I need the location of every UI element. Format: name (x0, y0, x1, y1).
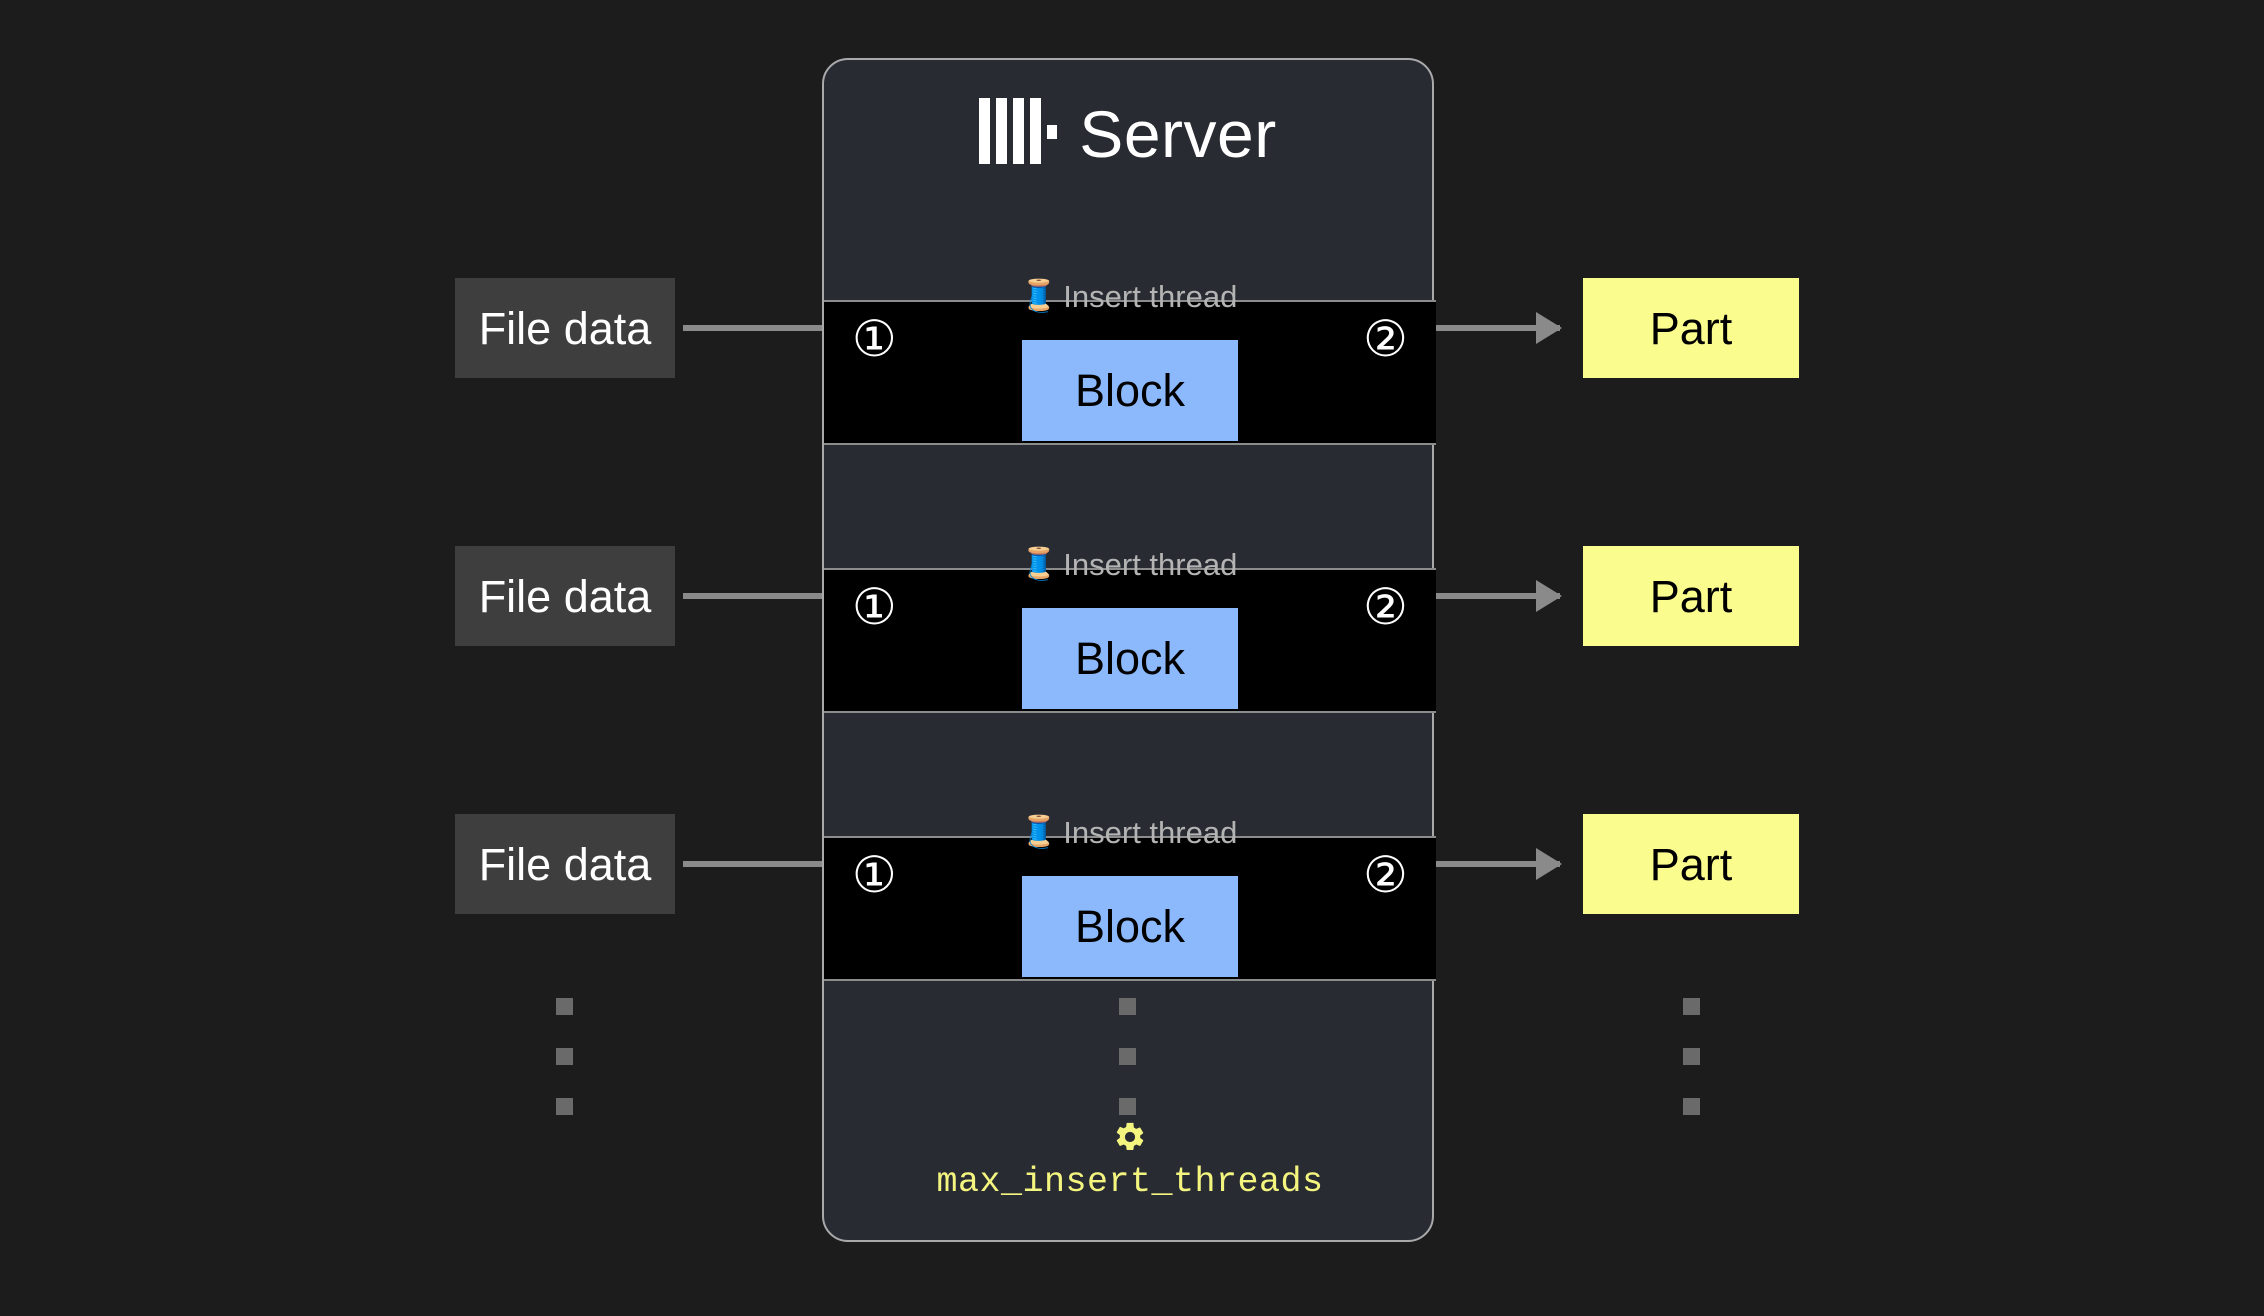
step-number-in-2: ① (852, 578, 897, 636)
step-number-in-3: ① (852, 846, 897, 904)
file-data-box-3: File data (455, 814, 675, 914)
thread-spool-icon: 🧵 (1019, 278, 1059, 314)
part-box-2: Part (1583, 546, 1799, 646)
dot (556, 1098, 573, 1115)
part-box-3: Part (1583, 814, 1799, 914)
thread-spool-icon: 🧵 (1019, 814, 1059, 850)
block-box-3: Block (1022, 876, 1238, 977)
file-data-box-2: File data (455, 546, 675, 646)
step-number-out-2: ② (1363, 578, 1408, 636)
insert-thread-label-2: 🧵 Insert thread (824, 546, 1436, 582)
block-box-2: Block (1022, 608, 1238, 709)
insert-thread-text: Insert thread (1063, 547, 1238, 582)
insert-thread-lane-1: 🧵 Insert thread ① ② Block (824, 281, 1436, 445)
insert-thread-lane-2: 🧵 Insert thread ① ② Block (824, 549, 1436, 713)
server-title-label: Server (1079, 96, 1277, 171)
server-title: Server (824, 98, 1432, 169)
server-panel: Server 🧵 Insert thread ① ② Block 🧵 Inser… (822, 58, 1436, 1242)
dot (1119, 1098, 1136, 1115)
continuation-dots-middle (1119, 998, 1136, 1115)
part-label: Part (1649, 570, 1733, 622)
dot (1683, 1048, 1700, 1065)
insert-thread-label-1: 🧵 Insert thread (824, 278, 1436, 314)
block-label: Block (1074, 365, 1186, 416)
file-data-label: File data (478, 838, 652, 890)
part-label: Part (1649, 302, 1733, 354)
thread-spool-icon: 🧵 (1019, 546, 1059, 582)
dot (556, 998, 573, 1015)
setting-name-label: max_insert_threads (936, 1162, 1324, 1202)
clickhouse-logo-icon (979, 98, 1058, 169)
dot (1683, 998, 1700, 1015)
dot (556, 1048, 573, 1065)
continuation-dots-right (1683, 998, 1700, 1115)
file-data-label: File data (478, 570, 652, 622)
block-label: Block (1074, 633, 1186, 684)
insert-thread-label-3: 🧵 Insert thread (824, 814, 1436, 850)
step-number-in-1: ① (852, 310, 897, 368)
dot (1119, 998, 1136, 1015)
part-box-1: Part (1583, 278, 1799, 378)
step-number-out-3: ② (1363, 846, 1408, 904)
continuation-dots-left (556, 998, 573, 1115)
step-number-out-1: ② (1363, 310, 1408, 368)
insert-thread-text: Insert thread (1063, 815, 1238, 850)
dot (1683, 1098, 1700, 1115)
file-data-box-1: File data (455, 278, 675, 378)
max-insert-threads-setting: max_insert_threads (824, 1120, 1436, 1200)
part-label: Part (1649, 838, 1733, 890)
block-box-1: Block (1022, 340, 1238, 441)
file-data-label: File data (478, 302, 652, 354)
block-label: Block (1074, 901, 1186, 952)
gear-icon (1113, 1120, 1147, 1159)
dot (1119, 1048, 1136, 1065)
insert-thread-text: Insert thread (1063, 279, 1238, 314)
insert-thread-lane-3: 🧵 Insert thread ① ② Block (824, 817, 1436, 981)
